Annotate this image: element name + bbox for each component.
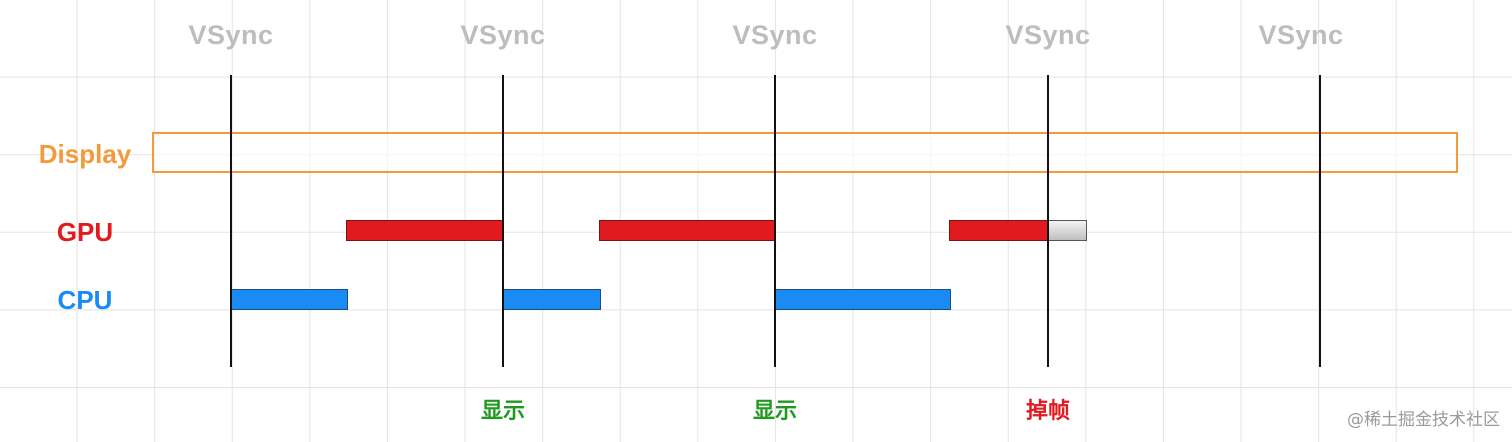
gpu-bar-3 [949,220,1049,241]
vsync-line-4 [1047,75,1049,367]
vsync-label-3: VSync [732,20,818,50]
display-bar [152,132,1458,173]
event-label-display-2: 显示 [752,399,797,424]
gpu-row-label: GPU [56,217,114,247]
watermark: @稀土掘金技术社区 [1347,410,1500,430]
vsync-label-4: VSync [1005,20,1091,50]
display-row-label: Display [38,139,132,169]
event-label-display-1: 显示 [480,399,525,424]
gpu-bar-1 [346,220,504,241]
vsync-label-1: VSync [188,20,274,50]
cpu-bar-3 [775,289,951,310]
vsync-label-2: VSync [460,20,546,50]
gpu-bar-2 [599,220,776,241]
cpu-row-label: CPU [57,285,113,315]
vsync-line-2 [502,75,504,367]
vsync-label-5: VSync [1258,20,1344,50]
gpu-dropped-bar [1047,220,1087,241]
vsync-line-1 [230,75,232,367]
cpu-bar-2 [502,289,601,310]
vsync-line-5 [1319,75,1321,367]
cpu-bar-1 [231,289,348,310]
event-label-dropped-frame: 掉帧 [1025,399,1070,424]
vsync-line-3 [774,75,776,367]
